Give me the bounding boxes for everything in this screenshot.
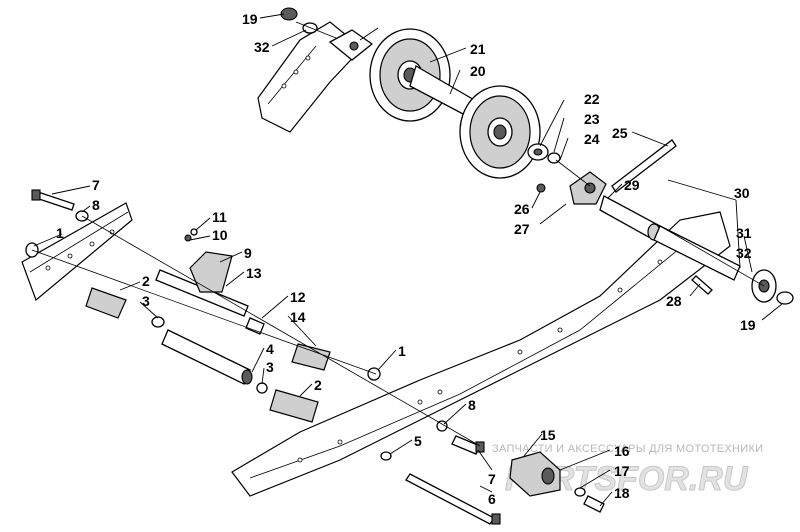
callout-11: 11: [212, 209, 227, 225]
bearing-22: [527, 143, 549, 161]
callout-6: 6: [488, 491, 496, 507]
spacer-2-right: [269, 389, 319, 423]
adjuster-block-24: [569, 171, 607, 205]
assembly-lines: [31, 21, 765, 447]
cap-19-bottom: [776, 291, 794, 305]
callout-7-right: 7: [488, 471, 496, 487]
callout-leaders: [33, 13, 783, 507]
callout-8-right: 8: [468, 397, 476, 413]
callout-9: 9: [244, 245, 252, 261]
callout-7-left: 7: [92, 177, 100, 193]
callout-3-right: 3: [266, 359, 274, 375]
washer-3-right: [256, 382, 268, 394]
callout-22: 22: [584, 91, 600, 107]
callout-20: 20: [470, 63, 486, 79]
bolt-7-left: [31, 189, 75, 211]
callout-31: 31: [736, 225, 752, 241]
callout-16: 16: [614, 443, 630, 459]
callout-28: 28: [666, 293, 682, 309]
callouts: 19 32 21 20 22 23 24 25 26 27 29 30 31 3…: [56, 11, 756, 507]
callout-19-top: 19: [242, 11, 258, 27]
callout-26: 26: [514, 201, 530, 217]
callout-12: 12: [290, 289, 306, 305]
washer-17: [574, 487, 586, 497]
callout-17: 17: [614, 463, 630, 479]
bushing-1-right: [367, 367, 381, 381]
bushing-10-11: [184, 228, 198, 242]
spacer-14: [291, 343, 331, 371]
callout-10: 10: [212, 227, 228, 243]
callout-15: 15: [540, 427, 556, 443]
idler-wheel-right: [459, 85, 541, 179]
callout-3-left: 3: [142, 293, 150, 309]
idler-wheel-left: [369, 28, 451, 122]
callout-2-right: 2: [314, 377, 322, 393]
bolt-28: [691, 275, 713, 295]
callout-1-left: 1: [56, 225, 64, 241]
callout-13: 13: [246, 265, 262, 281]
callout-30: 30: [734, 185, 750, 201]
bolt-18: [583, 495, 605, 513]
spacer-2-left: [85, 287, 127, 319]
callout-23: 23: [584, 111, 600, 127]
callout-19-bottom: 19: [740, 317, 756, 333]
rear-rail-fragment: [257, 21, 363, 133]
washer-5: [380, 451, 392, 461]
washer-3-left: [151, 316, 165, 328]
callout-32-bottom: 32: [736, 245, 752, 261]
bolt-7-right: [451, 435, 485, 455]
right-slide-rail: [231, 211, 731, 497]
watermark-tagline: ЗАПЧАСТИ И АКСЕССУАРЫ ДЛЯ МОТОТЕХНИКИ: [492, 443, 763, 455]
callout-8-left: 8: [92, 197, 100, 213]
callout-2-left: 2: [142, 273, 150, 289]
long-bolt-6: [405, 473, 501, 525]
upper-adjuster-block: [328, 27, 379, 61]
callout-29: 29: [624, 177, 640, 193]
callout-14: 14: [290, 309, 306, 325]
callout-1-right: 1: [398, 343, 406, 359]
callout-27: 27: [514, 221, 530, 237]
rear-arm-shaft-13: [155, 251, 249, 317]
callout-5: 5: [414, 433, 422, 449]
cross-shaft-4: [161, 329, 253, 385]
nut-26: [536, 183, 546, 193]
axle-housing-15-16-17: [509, 451, 561, 497]
rail-holes: [297, 259, 663, 463]
callout-24: 24: [584, 131, 600, 147]
callout-25: 25: [612, 125, 628, 141]
callout-18: 18: [614, 485, 630, 501]
bolt-25: [611, 139, 677, 193]
callout-32-top: 32: [254, 39, 270, 55]
spacer-12: [245, 317, 265, 335]
callout-4: 4: [266, 341, 274, 357]
callout-21: 21: [470, 41, 486, 57]
shaft-assy-30: [653, 225, 741, 281]
left-slide-rail: [21, 202, 133, 302]
axle-29: [599, 195, 661, 241]
nut-19-top: [280, 7, 298, 21]
